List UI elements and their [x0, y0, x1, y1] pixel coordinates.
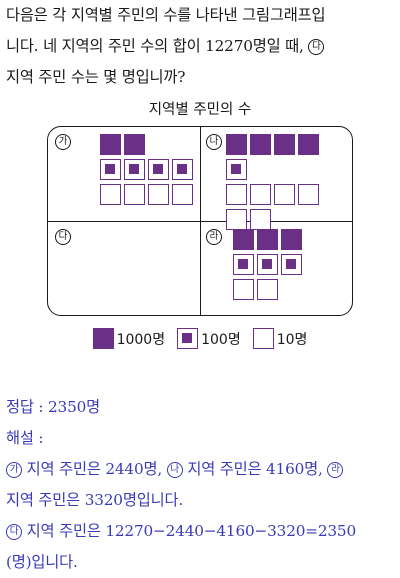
explanation-line-4: (명)입니다. — [6, 553, 78, 571]
answer-explanation: 정답 : 2350명 해설 : 가 지역 주민은 2440명, 나 지역 주민은… — [6, 392, 398, 578]
question-line-1: 다음은 각 지역별 주민의 수를 나타낸 그림그래프입 — [6, 6, 326, 24]
small-square-icon — [257, 279, 278, 300]
region-label-ga: 가 — [55, 134, 71, 150]
big-square-icon — [226, 134, 247, 155]
small-square-icon — [226, 184, 247, 205]
region-da-marker: 다 — [6, 524, 22, 540]
medium-square-icon — [177, 328, 199, 349]
question-text: 다음은 각 지역별 주민의 수를 나타낸 그림그래프입 니다. 네 지역의 주민… — [6, 0, 398, 93]
region-ga-marker: 가 — [6, 462, 22, 478]
icon-row — [226, 134, 319, 155]
region-da-marker: 다 — [308, 39, 325, 55]
small-square-icon — [172, 184, 193, 205]
medium-square-icon — [257, 254, 278, 275]
small-square-icon — [148, 184, 169, 205]
graph-horizontal-divider — [48, 221, 352, 223]
explanation-line-1: 가 지역 주민은 2440명, 나 지역 주민은 4160명, 라 — [6, 454, 398, 485]
icon-row — [100, 134, 193, 155]
region-ga-icons — [100, 134, 193, 209]
small-square-icon — [124, 184, 145, 205]
small-square-icon — [298, 184, 319, 205]
medium-square-icon — [281, 254, 302, 275]
icon-row — [226, 184, 319, 205]
explanation-heading: 해설 : — [6, 429, 44, 447]
icon-row — [233, 279, 302, 300]
legend-item-100: 100명 — [177, 328, 241, 349]
small-square-icon — [100, 184, 121, 205]
legend-item-10: 10명 — [252, 328, 307, 349]
big-square-icon — [100, 134, 121, 155]
question-line-3: 지역 주민 수는 몇 명입니까? — [6, 68, 186, 86]
small-square-icon — [233, 279, 254, 300]
big-square-icon — [281, 229, 302, 250]
icon-row — [226, 209, 319, 230]
medium-square-icon — [148, 159, 169, 180]
region-ra-icons — [233, 229, 302, 304]
icon-row — [233, 254, 302, 275]
icon-row — [100, 184, 193, 205]
chart-title: 지역별 주민의 수 — [148, 102, 252, 118]
icon-row — [226, 159, 319, 180]
big-square-icon — [92, 328, 114, 349]
small-square-icon — [274, 184, 295, 205]
medium-square-icon — [100, 159, 121, 180]
chart-legend: 1000명 100명 10명 — [0, 328, 400, 349]
small-square-icon — [252, 328, 274, 349]
small-square-icon — [250, 209, 271, 230]
region-label-ra: 라 — [206, 229, 222, 245]
medium-square-icon — [172, 159, 193, 180]
medium-square-icon — [124, 159, 145, 180]
answer-line: 정답 : 2350명 — [6, 398, 101, 416]
big-square-icon — [274, 134, 295, 155]
region-ra-marker: 라 — [327, 462, 344, 478]
region-label-da: 다 — [55, 229, 71, 245]
small-square-icon — [250, 184, 271, 205]
small-square-icon — [226, 209, 247, 230]
region-na-marker: 나 — [166, 462, 183, 478]
medium-square-icon — [226, 159, 247, 180]
icon-row — [100, 159, 193, 180]
question-line-2: 니다. 네 지역의 주민 수의 합이 12270명일 때, 다 — [6, 31, 398, 62]
big-square-icon — [250, 134, 271, 155]
picture-graph-frame — [47, 126, 353, 316]
legend-item-1000: 1000명 — [92, 328, 165, 349]
explanation-line-2: 지역 주민은 3320명입니다. — [6, 491, 183, 509]
explanation-line-3: 다 지역 주민은 12270−2440−4160−3320=2350 — [6, 516, 398, 547]
region-label-na: 나 — [206, 134, 222, 150]
big-square-icon — [298, 134, 319, 155]
big-square-icon — [257, 229, 278, 250]
region-na-icons — [226, 134, 319, 234]
big-square-icon — [124, 134, 145, 155]
medium-square-icon — [233, 254, 254, 275]
big-square-icon — [233, 229, 254, 250]
icon-row — [233, 229, 302, 250]
